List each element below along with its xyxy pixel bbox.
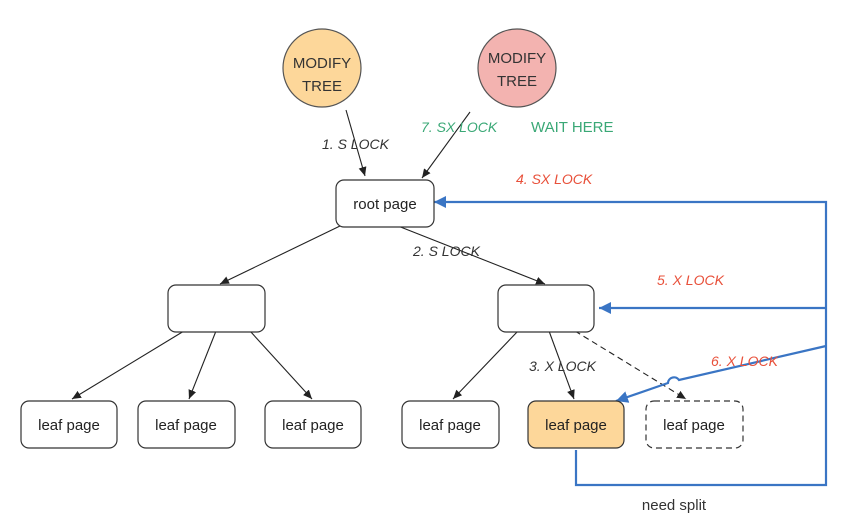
- sx-lock-7-label: 7. SX LOCK: [421, 119, 498, 135]
- leaf-page-1-label: leaf page: [38, 417, 100, 434]
- internal-node-left: [167, 284, 266, 333]
- modify-tree-left-line1: MODIFY: [293, 55, 351, 72]
- leaf-page-4-label: leaf page: [419, 417, 481, 434]
- x-lock-6-label: 6. X LOCK: [711, 353, 779, 369]
- leaf-page-1: leaf page: [20, 400, 118, 449]
- blue-line-split-to-root: [434, 196, 828, 487]
- leaf-page-2: leaf page: [137, 400, 236, 449]
- leaf-page-4: leaf page: [401, 400, 500, 449]
- blue-line-to-leaf5: [615, 344, 827, 403]
- edge-left-circle-to-root: [345, 109, 367, 177]
- root-page-label: root page: [353, 196, 416, 213]
- edge-root-to-left-internal: [219, 225, 341, 285]
- x-lock-3-label: 3. X LOCK: [529, 358, 597, 374]
- internal-node-right: [497, 284, 595, 333]
- modify-tree-left-line2: TREE: [302, 78, 342, 95]
- leaf-page-5-label: leaf page: [545, 417, 607, 434]
- edge-right-internal-to-leaf5: [548, 330, 575, 400]
- edge-right-circle-to-root: [421, 111, 471, 179]
- edge-right-internal-to-leaf4: [452, 330, 519, 400]
- s-lock-2-label: 2. S LOCK: [412, 243, 481, 259]
- wait-here-label: WAIT HERE: [531, 119, 614, 136]
- edge-left-internal-to-leaf1: [71, 330, 185, 400]
- x-lock-5-label: 5. X LOCK: [657, 272, 725, 288]
- edge-root-to-right-internal: [397, 225, 546, 285]
- root-page-node: root page: [335, 179, 435, 228]
- need-split-label: need split: [642, 497, 707, 514]
- leaf-page-3: leaf page: [264, 400, 362, 449]
- leaf-page-2-label: leaf page: [155, 417, 217, 434]
- edge-left-internal-to-leaf3: [249, 330, 313, 400]
- leaf-page-6-dashed: leaf page: [645, 400, 744, 449]
- edge-left-internal-to-leaf2: [188, 330, 217, 400]
- modify-tree-circle-right: MODIFY TREE: [477, 28, 557, 108]
- leaf-page-6-label: leaf page: [663, 417, 725, 434]
- edge-right-internal-to-leaf6-dashed: [574, 330, 687, 400]
- modify-tree-right-line2: TREE: [497, 73, 537, 90]
- leaf-page-3-label: leaf page: [282, 417, 344, 434]
- s-lock-1-label: 1. S LOCK: [322, 136, 390, 152]
- modify-tree-right-line1: MODIFY: [488, 50, 546, 67]
- sx-lock-4-label: 4. SX LOCK: [516, 171, 593, 187]
- modify-tree-circle-left: MODIFY TREE: [282, 28, 362, 108]
- leaf-page-5-highlighted: leaf page: [527, 400, 625, 449]
